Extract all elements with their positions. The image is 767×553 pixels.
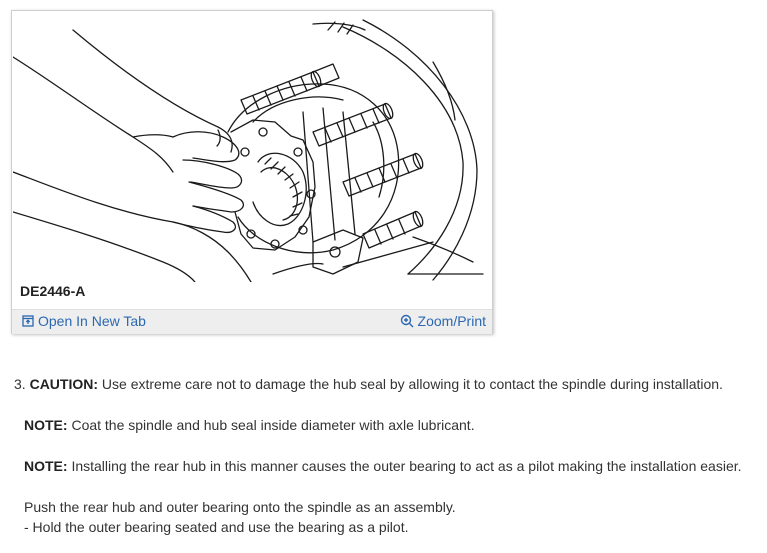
zoom-magnifier-icon	[400, 314, 414, 328]
instructions-text: 3. CAUTION: Use extreme care not to dama…	[14, 374, 759, 537]
note-1: NOTE: Coat the spindle and hub seal insi…	[24, 415, 759, 435]
note-2-label: NOTE:	[24, 458, 68, 474]
zoom-print-link[interactable]: Zoom/Print	[400, 313, 486, 329]
step-number: 3.	[14, 376, 26, 392]
figure-caption: DE2446-A	[20, 283, 86, 299]
note-1-text: Coat the spindle and hub seal inside dia…	[67, 417, 475, 433]
open-in-new-tab-link[interactable]: Open In New Tab	[22, 313, 146, 329]
figure-toolbar: Open In New Tab Zoom/Print	[12, 309, 492, 334]
caution-label: CAUTION:	[29, 376, 99, 392]
zoom-print-label: Zoom/Print	[417, 313, 486, 329]
main-instruction: Push the rear hub and outer bearing onto…	[24, 499, 456, 515]
caution-text: Use extreme care not to damage the hub s…	[98, 376, 723, 392]
note-1-label: NOTE:	[24, 417, 68, 433]
hub-installation-illustration[interactable]	[13, 12, 491, 282]
sub-instruction: - Hold the outer bearing seated and use …	[24, 519, 409, 535]
step-3-caution: 3. CAUTION: Use extreme care not to dama…	[14, 374, 759, 394]
note-2: NOTE: Installing the rear hub in this ma…	[24, 456, 759, 476]
open-in-new-tab-icon	[22, 315, 34, 327]
figure-card: DE2446-A Open In New Tab Zoom/Print	[11, 10, 493, 334]
note-2-text: Installing the rear hub in this manner c…	[67, 458, 742, 474]
open-in-new-tab-label: Open In New Tab	[38, 313, 146, 329]
